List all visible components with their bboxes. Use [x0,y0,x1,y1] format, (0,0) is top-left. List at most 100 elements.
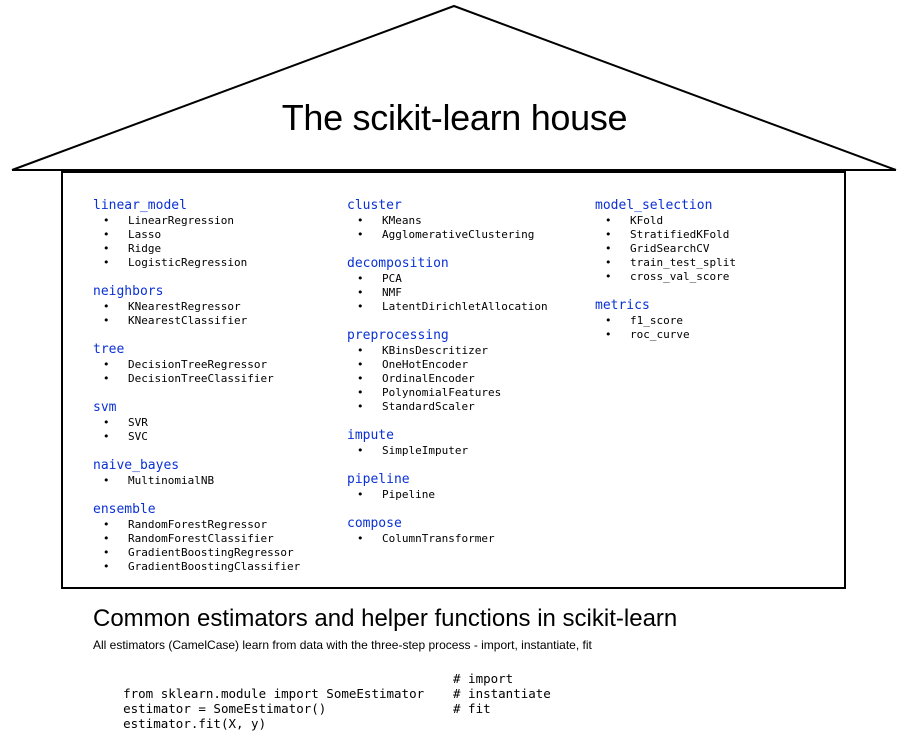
bullet-icon: • [103,518,110,531]
list-item: •LogisticRegression [93,256,300,270]
list-item: • Pipeline [347,488,548,502]
item-label: train_test_split [630,256,736,269]
bullet-icon: • [103,242,110,255]
item-label: PolynomialFeatures [382,386,502,399]
module-name: metrics [595,298,650,313]
module-name: impute [347,428,394,443]
list-item: • DecisionTreeClassifier [93,372,300,386]
module-neighbors: neighbors•KNearestRegressor•KNearestClas… [93,284,300,328]
code-comment: # instantiate [453,686,551,701]
list-item: • RandomForestRegressor [93,518,300,532]
house-roof [11,4,897,171]
code-line-fit: estimator.fit(X, y)# fit [93,701,793,731]
item-label: RandomForestRegressor [128,518,268,531]
code-text: from sklearn.module import SomeEstimator [123,686,425,701]
item-label: StratifiedKFold [630,228,730,241]
list-item: •train_test_split [595,256,736,270]
list-item: •GradientBoostingClassifier [93,560,300,574]
item-label: KBinsDescritizer [382,344,488,357]
item-label: Lasso [128,228,162,241]
bullet-icon: • [103,214,110,227]
bullet-icon: • [357,386,364,399]
bullet-icon: • [103,430,110,443]
bullet-icon: • [357,286,364,299]
module-svm: svm•SVR•SVC [93,400,300,444]
list-item: •OrdinalEncoder [347,372,548,386]
module-item-list: •DecisionTreeRegressor• DecisionTreeClass… [93,358,300,386]
list-item: •KMeans [347,214,548,228]
item-label: NMF [382,286,402,299]
bullet-icon: • [357,228,364,241]
item-label: GradientBoostingRegressor [128,546,294,559]
item-label: LogisticRegression [128,256,248,269]
list-item: •DecisionTreeRegressor [93,358,300,372]
item-label: ColumnTransformer [382,532,495,545]
module-pipeline: pipeline•Pipeline [347,472,548,502]
item-label: OneHotEncoder [382,358,469,371]
module-item-list: •SVR•SVC [93,416,300,444]
house-title: The scikit-learn house [281,97,628,138]
list-item: • KFold [595,214,736,228]
list-item: • KNearestRegressor [93,300,300,314]
bullet-icon: • [605,242,612,255]
module-preprocessing: preprocessing•KBinsDescritizer•OneHotEnc… [347,328,548,414]
item-label: Ridge [128,242,162,255]
item-label: KFold [630,214,664,227]
bullet-icon: • [103,546,110,559]
list-item: •SVC [93,430,300,444]
bullet-icon: • [103,474,110,487]
bullet-icon: • [103,532,110,545]
module-item-list: • KFold • StratifiedKFold • GridSearchCV•trai… [595,214,736,284]
list-item: • MultinomialNB [93,474,300,488]
list-item: •Lasso [93,228,300,242]
module-name: svm [93,400,117,415]
item-label: GridSearchCV [630,242,710,255]
module-item-list: •LinearRegression•Lasso•Ridge•LogisticRe… [93,214,300,270]
code-comment: # import [453,671,514,686]
item-label: roc_curve [630,328,690,341]
list-item: • RandomForestClassifier [93,532,300,546]
item-label: RandomForestClassifier [128,532,274,545]
module-name: decomposition [347,256,449,271]
list-item: • AgglomerativeClustering [347,228,548,242]
item-label: StandardScaler [382,400,475,413]
list-item: • GridSearchCV [595,242,736,256]
item-label: AgglomerativeClustering [382,228,535,241]
item-label: cross_val_score [630,270,730,283]
bullet-icon: • [605,214,612,227]
bullet-icon: • [103,300,110,313]
item-label: DecisionTreeClassifier [128,372,274,385]
module-item-list: • ColumnTransformer [347,532,548,546]
module-linear-model: linear_model•LinearRegression•Lasso•Ridg… [93,198,300,270]
list-item: •LinearRegression [93,214,300,228]
item-label: KNearestRegressor [128,300,241,313]
module-item-list: •KMeans• AgglomerativeClustering [347,214,548,242]
item-label: f1_score [630,314,683,327]
item-label: Pipeline [382,488,435,501]
module-name: linear_model [93,198,187,213]
item-label: GradientBoostingClassifier [128,560,301,573]
module-naive-bayes: naive_bayes•MultinomialNB [93,458,300,488]
list-item: • GradientBoostingRegressor [93,546,300,560]
bullet-icon: • [605,228,612,241]
item-label: LatentDirichletAllocation [382,300,548,313]
bullet-icon: • [103,372,110,385]
module-name: tree [93,342,125,357]
bullet-icon: • [357,344,364,357]
module-name: cluster [347,198,402,213]
bullet-icon: • [357,532,364,545]
list-item: •SVR [93,416,300,430]
bullet-icon: • [357,488,364,501]
module-name: ensemble [93,502,156,517]
item-label: KMeans [382,214,422,227]
code-example: from sklearn.module import SomeEstimator… [93,671,793,731]
list-item: • StratifiedKFold [595,228,736,242]
module-item-list: • KBinsDescritizer • OneHotEncoder•OrdinalE… [347,344,548,414]
list-item: •roc_curve [595,328,736,342]
item-label: MultinomialNB [128,474,215,487]
list-item: •f1_score [595,314,736,328]
module-column-right: model_selection•KFold•StratifiedKFold•Gr… [595,198,736,356]
module-name: preprocessing [347,328,449,343]
bullet-icon: • [357,400,364,413]
list-item: •KNearestClassifier [93,314,300,328]
